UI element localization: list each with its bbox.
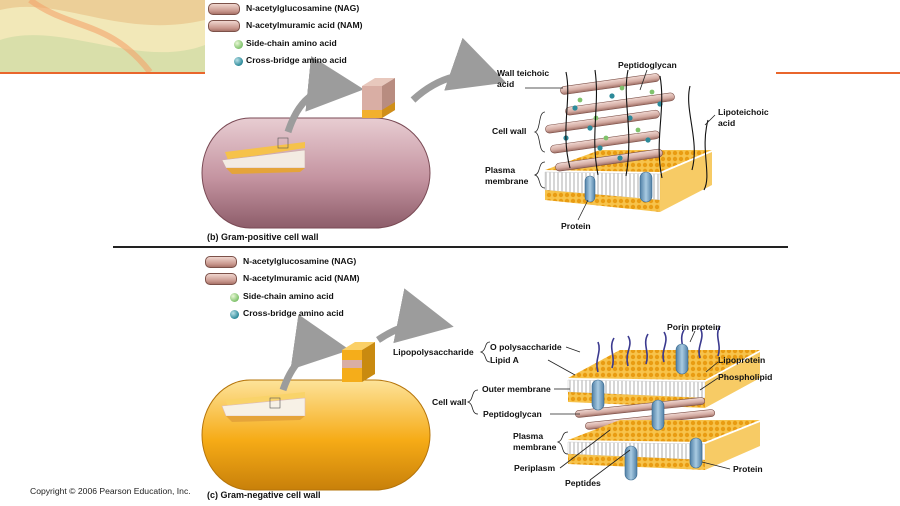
legend-side-chain-label: Side-chain amino acid <box>246 38 337 48</box>
caption-gram-negative: (c) Gram-negative cell wall <box>207 490 321 501</box>
legend-nag-label: N-acetylglucosamine (NAG) <box>243 256 357 266</box>
header-banner <box>0 0 900 74</box>
nag-swatch-icon <box>208 3 240 15</box>
nam-swatch-icon <box>205 273 237 285</box>
caption-text: Gram-positive cell wall <box>221 232 319 242</box>
zoom-arrow <box>284 55 364 134</box>
label-peptidoglycan: Peptidoglycan <box>483 409 542 419</box>
label-lipoprotein: Lipoprotein <box>718 355 766 365</box>
legend-nag-label: N-acetylglucosamine (NAG) <box>246 3 360 13</box>
zoom-arrow <box>410 37 507 103</box>
label-porin-protein: Porin protein <box>667 322 721 332</box>
legend-nam-label: N-acetylmuramic acid (NAM) <box>246 20 363 30</box>
label-plasma-membrane: Plasma membrane <box>513 431 557 452</box>
label-protein: Protein <box>561 221 591 231</box>
label-protein: Protein <box>733 464 763 474</box>
label-peptidoglycan: Peptidoglycan <box>618 60 677 70</box>
label-plasma-membrane: Plasma membrane <box>485 165 529 186</box>
gram-negative-leaders <box>466 330 731 481</box>
legend-nam-label: N-acetylmuramic acid (NAM) <box>243 273 360 283</box>
label-outer-membrane: Outer membrane <box>482 384 551 394</box>
copyright-text: Copyright © 2006 Pearson Education, Inc. <box>30 486 191 496</box>
label-phospholipid: Phospholipid <box>718 372 773 382</box>
gram-positive-cube <box>362 78 395 118</box>
cross-bridge-dot-icon <box>234 57 243 66</box>
label-periplasm: Periplasm <box>514 463 556 473</box>
nag-swatch-icon <box>205 256 237 268</box>
caption-gram-positive: (b) Gram-positive cell wall <box>207 232 319 243</box>
legend-cross-bridge-label: Cross-bridge amino acid <box>243 308 344 318</box>
gram-negative-cube <box>342 342 375 382</box>
gram-negative-cell <box>201 379 431 491</box>
gram-positive-leaders <box>525 69 716 221</box>
legend-side-chain-label: Side-chain amino acid <box>243 291 334 301</box>
label-peptides: Peptides <box>565 478 601 488</box>
side-chain-dot-icon <box>234 40 243 49</box>
gram-positive-wall-detail <box>544 69 712 212</box>
label-lipoteichoic-acid: Lipoteichoic acid <box>718 107 769 128</box>
label-wall-teichoic-acid: Wall teichoic acid <box>497 68 550 89</box>
label-cell-wall: Cell wall <box>492 126 527 136</box>
gram-positive-cell <box>201 117 431 229</box>
label-o-polysaccharide: O polysaccharide <box>490 342 562 352</box>
label-cell-wall: Cell wall <box>432 397 467 407</box>
cross-bridge-dot-icon <box>230 310 239 319</box>
nam-swatch-icon <box>208 20 240 32</box>
caption-letter: (c) <box>207 490 218 500</box>
side-chain-dot-icon <box>230 293 239 302</box>
zoom-arrow <box>279 314 350 392</box>
gram-negative-wall-detail <box>567 325 760 481</box>
caption-letter: (b) <box>207 232 219 242</box>
label-lipopolysaccharide: Lipopolysaccharide <box>393 347 474 357</box>
caption-text: Gram-negative cell wall <box>220 490 321 500</box>
legend-cross-bridge-label: Cross-bridge amino acid <box>246 55 347 65</box>
zoom-arrow <box>376 288 454 344</box>
label-lipid-a: Lipid A <box>490 355 519 365</box>
